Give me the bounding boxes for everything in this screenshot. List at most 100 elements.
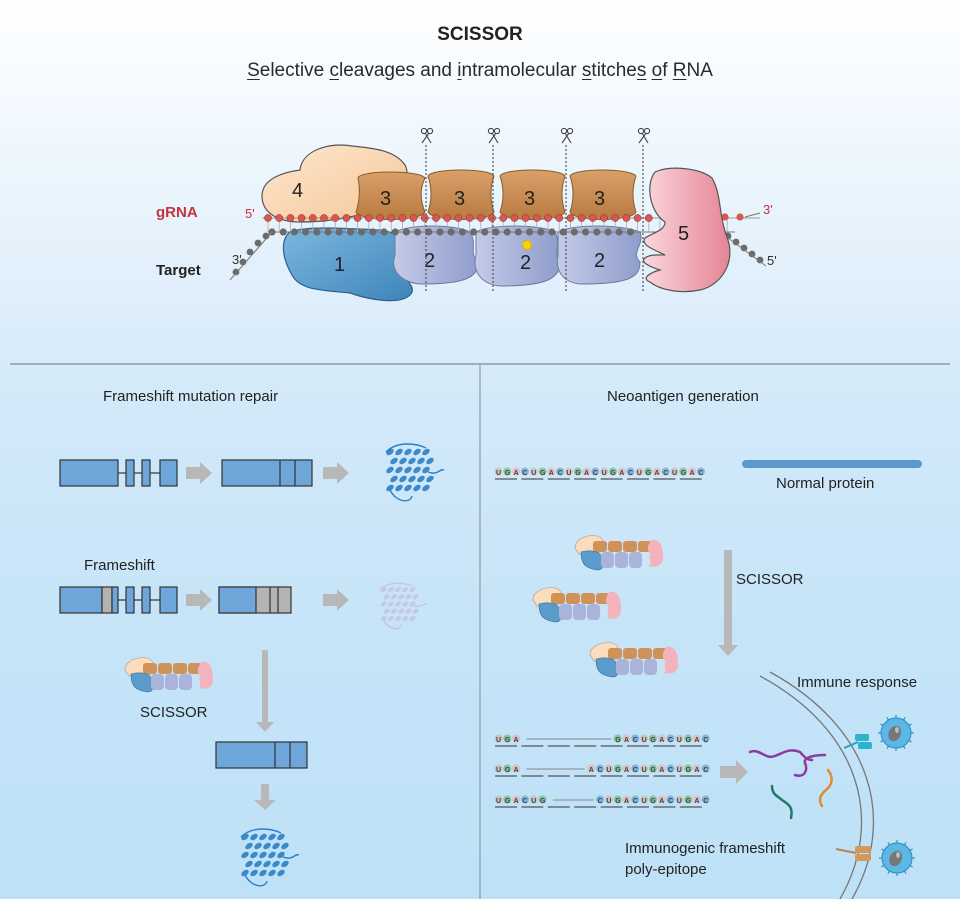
nucleotide: G <box>540 470 546 477</box>
grna-nucleotide <box>577 214 586 222</box>
nucleotide: A <box>690 470 695 477</box>
grna-nucleotide <box>721 213 729 221</box>
svg-text:2: 2 <box>520 252 531 274</box>
nucleotide: U <box>637 470 642 477</box>
svg-text:3: 3 <box>594 188 605 210</box>
grna-nucleotide <box>376 214 384 222</box>
nucleotide: C <box>593 470 598 477</box>
nucleotide: C <box>663 470 668 477</box>
nucleotide: G <box>681 470 687 477</box>
nucleotide: A <box>624 798 629 805</box>
modification-dot <box>522 240 532 250</box>
nucleotide: U <box>602 470 607 477</box>
target-nucleotide <box>436 228 444 236</box>
nucleotide: C <box>628 470 633 477</box>
target-nucleotide <box>492 228 500 236</box>
grna-nucleotide <box>566 214 575 222</box>
nucleotide: C <box>598 767 603 774</box>
subtitle-text: NA <box>686 60 713 81</box>
nucleotide: C <box>668 737 673 744</box>
grna-nucleotide <box>488 214 496 222</box>
grna-nucleotide <box>454 214 463 222</box>
nucleotide: U <box>677 798 682 805</box>
target-nucleotide <box>537 228 545 236</box>
nucleotide: C <box>698 470 703 477</box>
subtitle-text: f <box>662 60 673 81</box>
t-cell-icon <box>878 715 914 751</box>
target-nucleotide <box>582 228 590 236</box>
grna-nucleotide <box>532 214 541 222</box>
target-3prime-label: 3' <box>232 252 242 267</box>
immune-response-label: Immune response <box>797 674 918 691</box>
target-nucleotide <box>570 228 579 236</box>
scissor-complex-icon <box>574 535 663 571</box>
grna-nucleotide <box>297 214 306 222</box>
subtitle-initial: o <box>651 60 663 81</box>
target-nucleotide <box>425 228 433 236</box>
grna-nucleotide <box>275 214 284 222</box>
nucleotide: G <box>646 470 652 477</box>
target-5prime-label: 5' <box>767 253 777 268</box>
subtitle-initial: s <box>636 60 647 81</box>
nucleotide: C <box>668 798 673 805</box>
subunit-2-group: 2 2 2 <box>393 225 642 287</box>
right-panel-title: Neoantigen generation <box>607 388 759 405</box>
grna-nucleotide <box>387 214 396 222</box>
target-nucleotide <box>503 228 511 236</box>
nucleotide: A <box>589 767 594 774</box>
target-nucleotide <box>232 268 240 276</box>
grna-nucleotide <box>443 214 452 222</box>
target-nucleotide <box>481 228 489 236</box>
nucleotide: U <box>531 470 536 477</box>
arrow-right-icon <box>186 462 212 484</box>
grna-nucleotide <box>611 214 620 222</box>
nucleotide: G <box>650 737 656 744</box>
grna-nucleotide <box>600 214 608 222</box>
subunit-5 <box>642 167 731 293</box>
nucleotide: G <box>610 470 616 477</box>
grna-nucleotide <box>736 213 744 221</box>
arrow-down-icon <box>256 650 274 732</box>
nucleotide: A <box>619 470 624 477</box>
epitope-label-line1: Immunogenic frameshift <box>625 840 786 857</box>
grna-nucleotide <box>622 214 631 222</box>
nucleotide: G <box>505 470 511 477</box>
target-nucleotide <box>615 228 623 236</box>
target-nucleotide <box>335 228 343 236</box>
grna-nucleotide <box>331 214 340 222</box>
peptide-fragments <box>748 749 833 820</box>
scissor-complex-icon <box>124 657 213 693</box>
scissor-label-right: SCISSOR <box>736 571 804 588</box>
cell-membrane-outer <box>759 675 863 899</box>
grna-nucleotide <box>521 214 530 222</box>
target-nucleotide <box>604 228 612 236</box>
target-nucleotide <box>756 256 764 264</box>
grna-nucleotide <box>353 214 362 222</box>
mhc-receptor-top <box>843 734 872 749</box>
nucleotide: G <box>650 767 656 774</box>
target-nucleotide <box>324 228 332 236</box>
target-nucleotide <box>254 239 262 247</box>
scissor-complex-icon <box>532 587 621 623</box>
nucleotide: G <box>505 767 511 774</box>
nucleotide: A <box>624 737 629 744</box>
nucleotide: A <box>514 470 519 477</box>
cell-membrane-inner <box>769 671 875 899</box>
nucleotide: G <box>686 737 692 744</box>
nucleotide: U <box>496 798 501 805</box>
target-nucleotide <box>262 232 270 240</box>
grna-nucleotide <box>264 214 272 222</box>
svg-text:3: 3 <box>524 188 535 210</box>
figure-subtitle: Selective cleavages and intramolecular s… <box>0 60 960 82</box>
scissor-complex-icon <box>589 642 678 678</box>
target-nucleotide <box>548 228 556 236</box>
mrna-normal <box>221 459 313 487</box>
nucleotide: U <box>642 737 647 744</box>
target-nucleotide <box>391 228 399 236</box>
nucleotide: A <box>549 470 554 477</box>
target-nucleotide <box>290 228 298 236</box>
target-nucleotide <box>279 228 287 236</box>
